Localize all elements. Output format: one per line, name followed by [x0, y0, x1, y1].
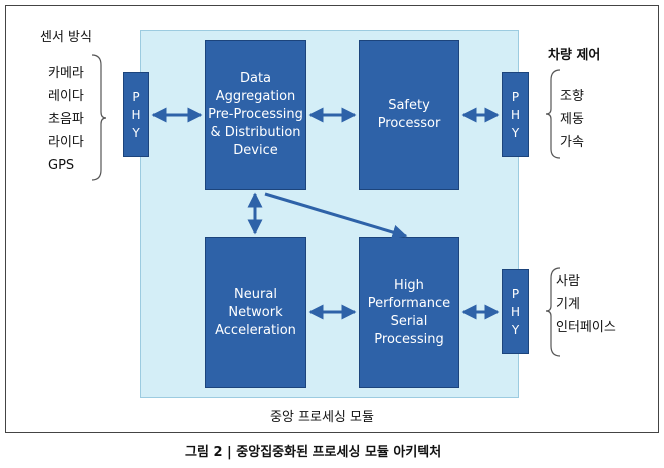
- vehicle-control-bracket: [545, 69, 561, 159]
- phy-left: P H Y: [123, 72, 149, 157]
- vehicle-control-list: 조향 제동 가속: [560, 89, 584, 150]
- safety-processor-block: Safety Processor: [359, 40, 459, 190]
- neural-network-block: Neural Network Acceleration: [205, 237, 306, 388]
- interface-list: 사람 기계 인터페이스: [556, 274, 616, 335]
- figure-frame: [5, 5, 659, 433]
- interface-bracket: [545, 267, 561, 357]
- arrow-aggregation-to-serial: [264, 192, 408, 240]
- figure-caption: 그림 2 | 중앙집중화된 프로세싱 모듈 아키텍처: [185, 445, 442, 460]
- phy-right-bottom: P H Y: [502, 269, 529, 354]
- high-performance-block: High Performance Serial Processing: [359, 237, 459, 388]
- sensor-bracket: [91, 54, 107, 181]
- phy-right-top: P H Y: [502, 72, 529, 157]
- sensors-title: 센서 방식: [40, 30, 92, 45]
- central-module-label: 중앙 프로세싱 모듈: [270, 410, 374, 425]
- data-aggregation-block: Data Aggregation Pre-Processing & Distri…: [205, 40, 306, 190]
- sensor-list: 카메라 레이다 초음파 라이다 GPS: [48, 66, 84, 173]
- vehicle-control-title: 차량 제어: [548, 48, 601, 63]
